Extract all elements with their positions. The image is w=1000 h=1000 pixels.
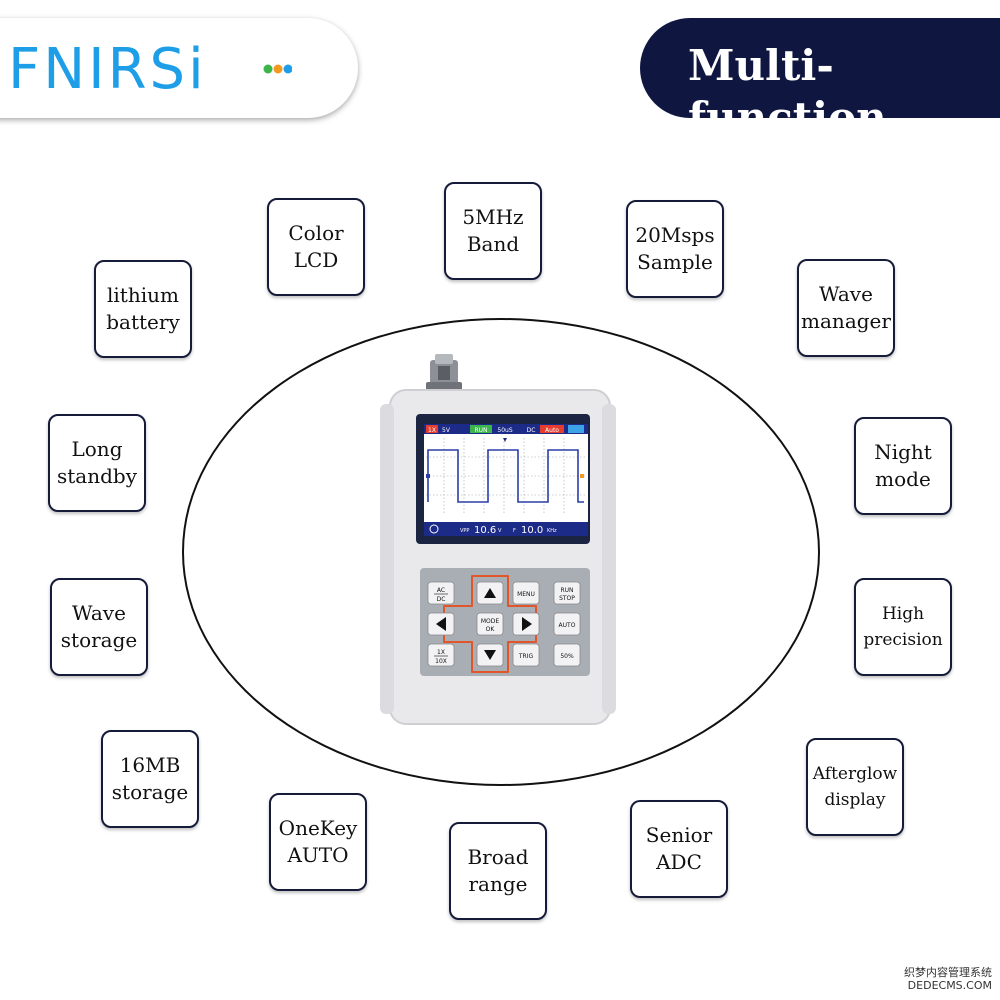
screen-trigger-mode: Auto <box>545 427 559 434</box>
feature-senior-adc: Senior ADC <box>630 800 728 898</box>
screen-freq-unit: KHz <box>547 528 557 534</box>
screen-freq-value: 10.0 <box>521 525 543 536</box>
screen-coupling: DC <box>527 427 536 434</box>
feature-long-standby: Long standby <box>48 414 146 512</box>
feature-lithium-battery: lithium battery <box>94 260 192 358</box>
keypad-panel <box>420 568 590 676</box>
svg-text:AC: AC <box>437 587 445 594</box>
feature-16mb-storage: 16MB storage <box>101 730 199 828</box>
svg-text:TRIG: TRIG <box>518 653 534 660</box>
screen-vpp-value: 10.6 <box>474 525 496 536</box>
watermark: 织梦内容管理系统 DEDECMS.COM <box>904 966 992 992</box>
screen-freq-label: F <box>513 528 516 534</box>
feature-wave-storage: Wave storage <box>50 578 148 676</box>
auto-button: AUTO <box>553 612 581 636</box>
square-waveform <box>427 449 584 503</box>
screen-probe: 1X <box>428 427 436 434</box>
acdc-button: AC DC <box>427 581 455 605</box>
screen-volt-div: 5V <box>442 427 451 434</box>
probe-ratio-button: 1X 10X <box>427 643 455 667</box>
screen-run-status: RUN <box>474 427 487 434</box>
logo-dots <box>263 64 292 74</box>
mode-ok-button: MODE OK <box>476 612 504 636</box>
svg-text:DC: DC <box>437 596 446 603</box>
page-title: Multi-function <box>688 41 887 142</box>
screen-vpp-label: VPP <box>460 528 469 534</box>
left-arrow-button <box>427 612 455 636</box>
feature-20msps-sample: 20Msps Sample <box>626 200 724 298</box>
down-arrow-button <box>476 643 504 667</box>
title-banner <box>640 18 1000 118</box>
brand-logo-banner: FNIRSi <box>0 18 358 118</box>
svg-text:AUTO: AUTO <box>559 622 576 629</box>
feature-afterglow-display: Afterglow display <box>806 738 904 836</box>
svg-text:1X: 1X <box>437 649 445 656</box>
svg-text:MODE: MODE <box>481 618 500 625</box>
svg-text:MENU: MENU <box>517 591 535 598</box>
svg-text:RUN: RUN <box>560 587 573 594</box>
svg-text:50%: 50% <box>560 653 574 660</box>
feature-wave-manager: Wave manager <box>797 259 895 357</box>
feature-onekey-auto: OneKey AUTO <box>269 793 367 891</box>
fifty-percent-button: 50% <box>553 643 581 667</box>
run-stop-button: RUN STOP <box>553 581 581 605</box>
svg-text:STOP: STOP <box>559 595 575 602</box>
svg-text:10X: 10X <box>435 658 447 665</box>
menu-button: MENU <box>512 581 540 605</box>
device-ellipse <box>182 318 820 786</box>
svg-text:OK: OK <box>486 626 496 633</box>
watermark-line-2: DEDECMS.COM <box>907 979 992 992</box>
brand-logo: FNIRSi <box>8 37 207 102</box>
feature-night-mode: Night mode <box>854 417 952 515</box>
screen-time-div: 50uS <box>497 427 512 434</box>
feature-broad-range: Broad range <box>449 822 547 920</box>
right-arrow-button <box>512 612 540 636</box>
feature-5mhz-band: 5MHz Band <box>444 182 542 280</box>
oscilloscope-device: 1X 5V RUN 50uS DC Auto VPP 10.6 <box>380 354 616 725</box>
watermark-line-1: 织梦内容管理系统 <box>904 966 992 979</box>
up-arrow-button <box>476 581 504 605</box>
screen-vpp-unit: V <box>498 528 502 534</box>
lcd-screen: 1X 5V RUN 50uS DC Auto VPP 10.6 <box>424 424 588 536</box>
trig-button: TRIG <box>512 643 540 667</box>
feature-high-precision: High precision <box>854 578 952 676</box>
feature-color-lcd: Color LCD <box>267 198 365 296</box>
